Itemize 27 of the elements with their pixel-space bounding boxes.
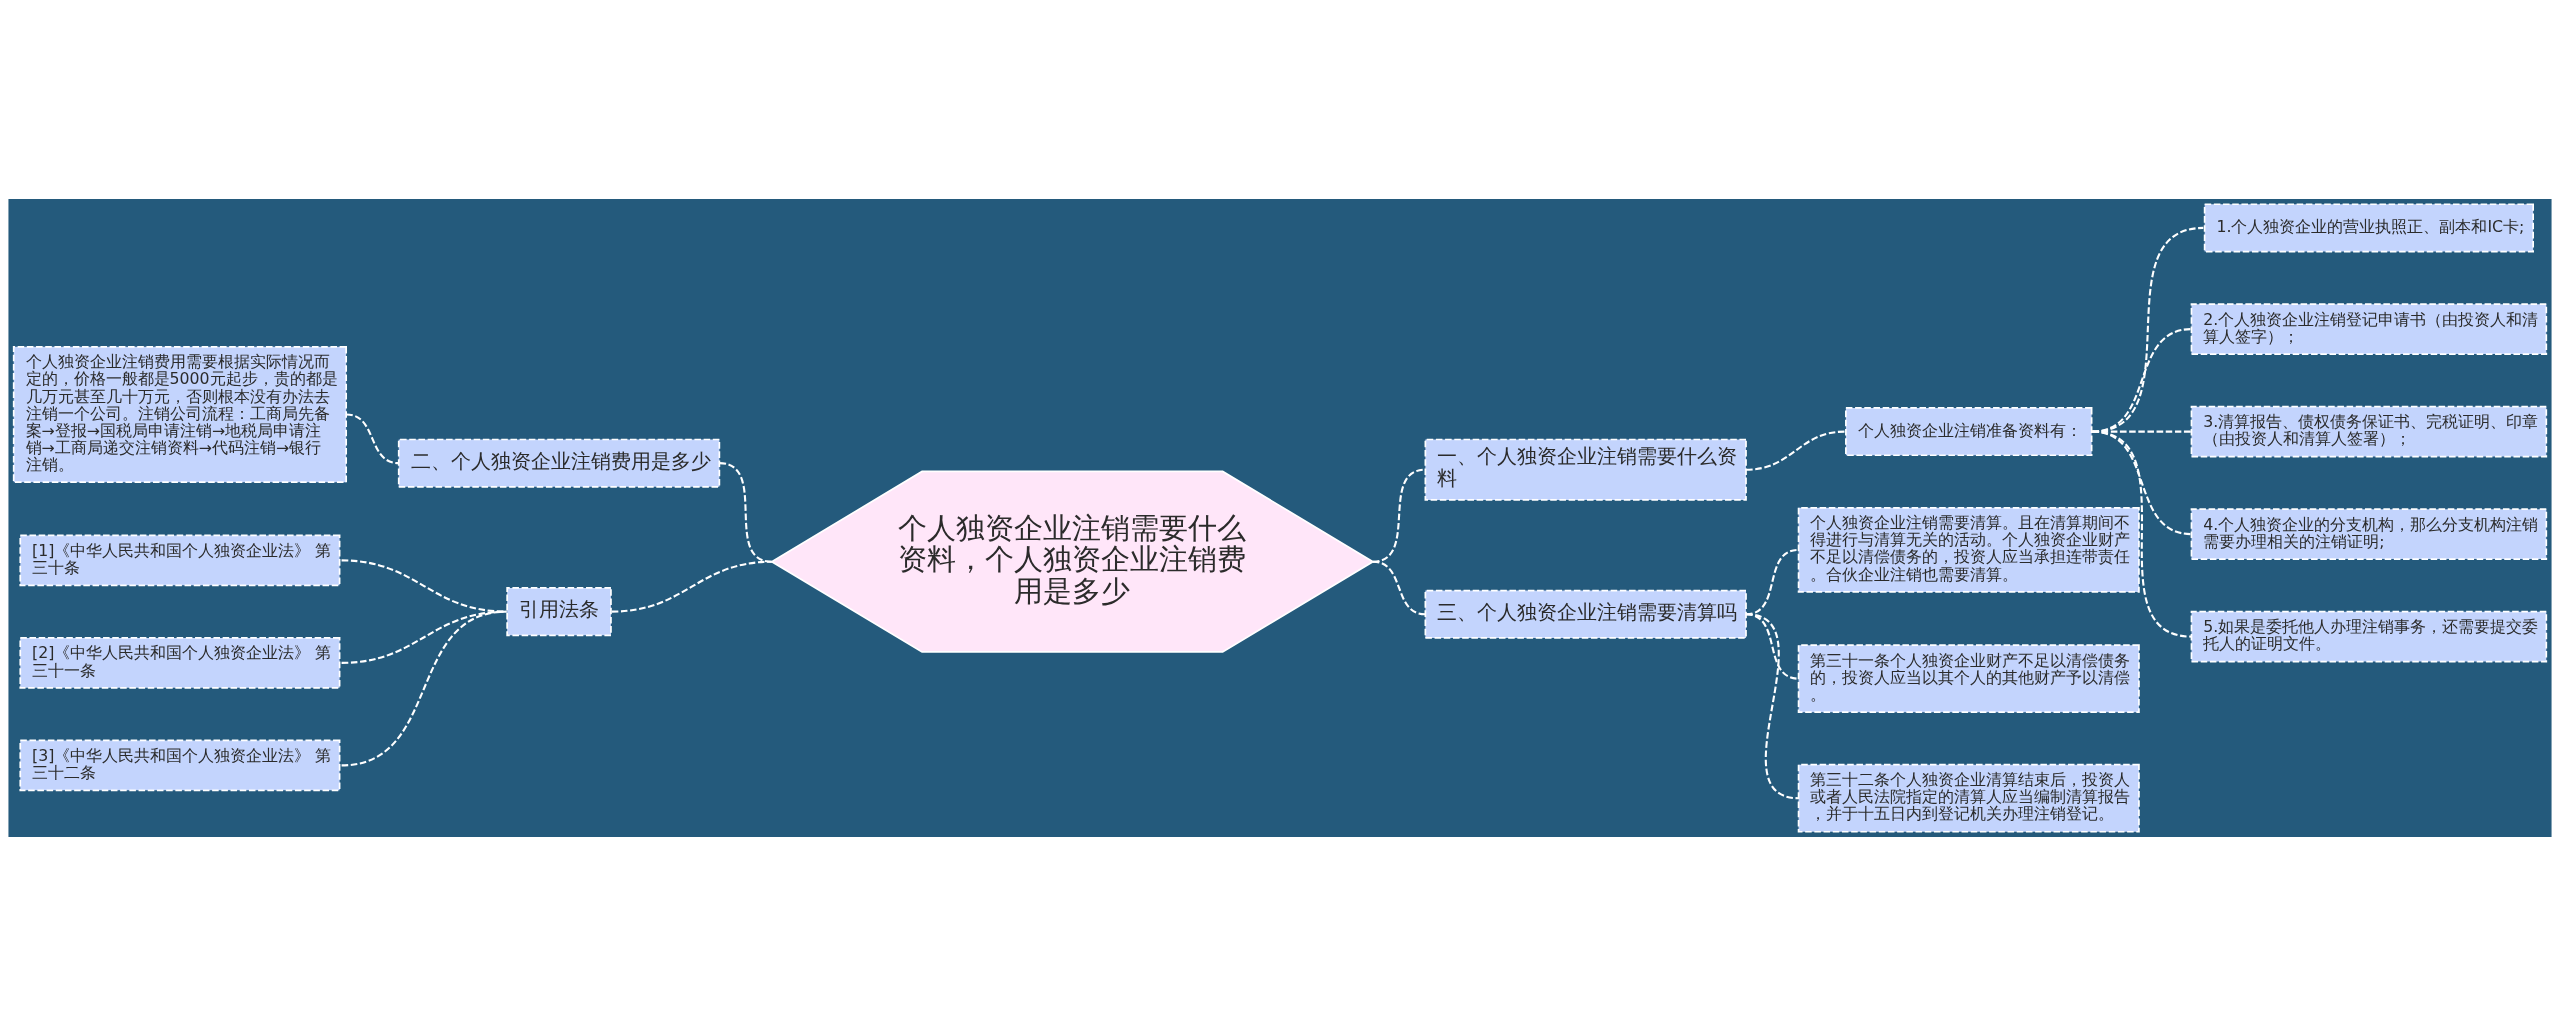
- node-box: 第三十一条个人独资企业财产不足以清偿债务的，投资人应当以其个人的其他财产予以清偿。: [1797, 643, 2140, 713]
- node-box: 1.个人独资企业的营业执照正、副本和IC卡;: [2203, 202, 2534, 252]
- connector: [2092, 430, 2192, 638]
- node-box: 一、个人独资企业注销需要什么资料: [1424, 438, 1747, 501]
- connector: [341, 610, 507, 766]
- node-box: [1]《中华人民共和国个人独资企业法》 第三十条: [19, 534, 341, 586]
- connector: [1745, 430, 1846, 471]
- node-box: 引用法条: [506, 586, 612, 636]
- node-box: [3]《中华人民共和国个人独资企业法》 第三十二条: [19, 739, 341, 791]
- node-box: 个人独资企业注销需要清算。且在清算期间不得进行与清算无关的活动。个人独资企业财产不足以清偿债务的，投资人应当承担连带责任。合伙企业注销也需要清算。: [1797, 506, 2140, 593]
- node-box: 三、个人独资企业注销需要清算吗: [1424, 589, 1747, 639]
- node-box: 个人独资企业注销费用需要根据实际情况而定的，价格一般都是5000元起步，贵的都是几万元甚至几十万元，否则根本没有办法去注销一个公司。注销公司流程：工商局先备案→登报→国税局申请注销→地税局申请注销→工商局递交注销资料→代码注销→银行注销。: [12, 345, 348, 483]
- connector: [1372, 560, 1426, 615]
- node-box: 二、个人独资企业注销费用是多少: [397, 438, 721, 488]
- connector: [346, 412, 399, 464]
- connector: [2092, 226, 2204, 433]
- connector: [1372, 468, 1426, 563]
- node-box: 第三十二条个人独资企业清算结束后，投资人或者人民法院指定的清算人应当编制清算报告，并于十五日内到登记机关办理注销登记。: [1797, 763, 2140, 833]
- node-box: 个人独资企业注销准备资料有：: [1845, 406, 2093, 456]
- connector: [1745, 612, 1799, 799]
- node-box: 2.个人独资企业注销登记申请书（由投资人和清算人签字）；: [2190, 302, 2548, 355]
- node-box: 3.清算报告、债权债务保证书、完税证明、印章（由投资人和清算人签署）；: [2190, 405, 2548, 457]
- node-box: [2]《中华人民共和国个人独资企业法》 第三十一条: [19, 636, 341, 689]
- connector: [611, 560, 772, 613]
- connector: [2092, 327, 2192, 433]
- node-box: 5.如果是委托他人办理注销事务，还需要提交委托人的证明文件。: [2190, 610, 2548, 662]
- node-box: 4.个人独资企业的分支机构，那么分支机构注销需要办理相关的注销证明;: [2190, 507, 2548, 560]
